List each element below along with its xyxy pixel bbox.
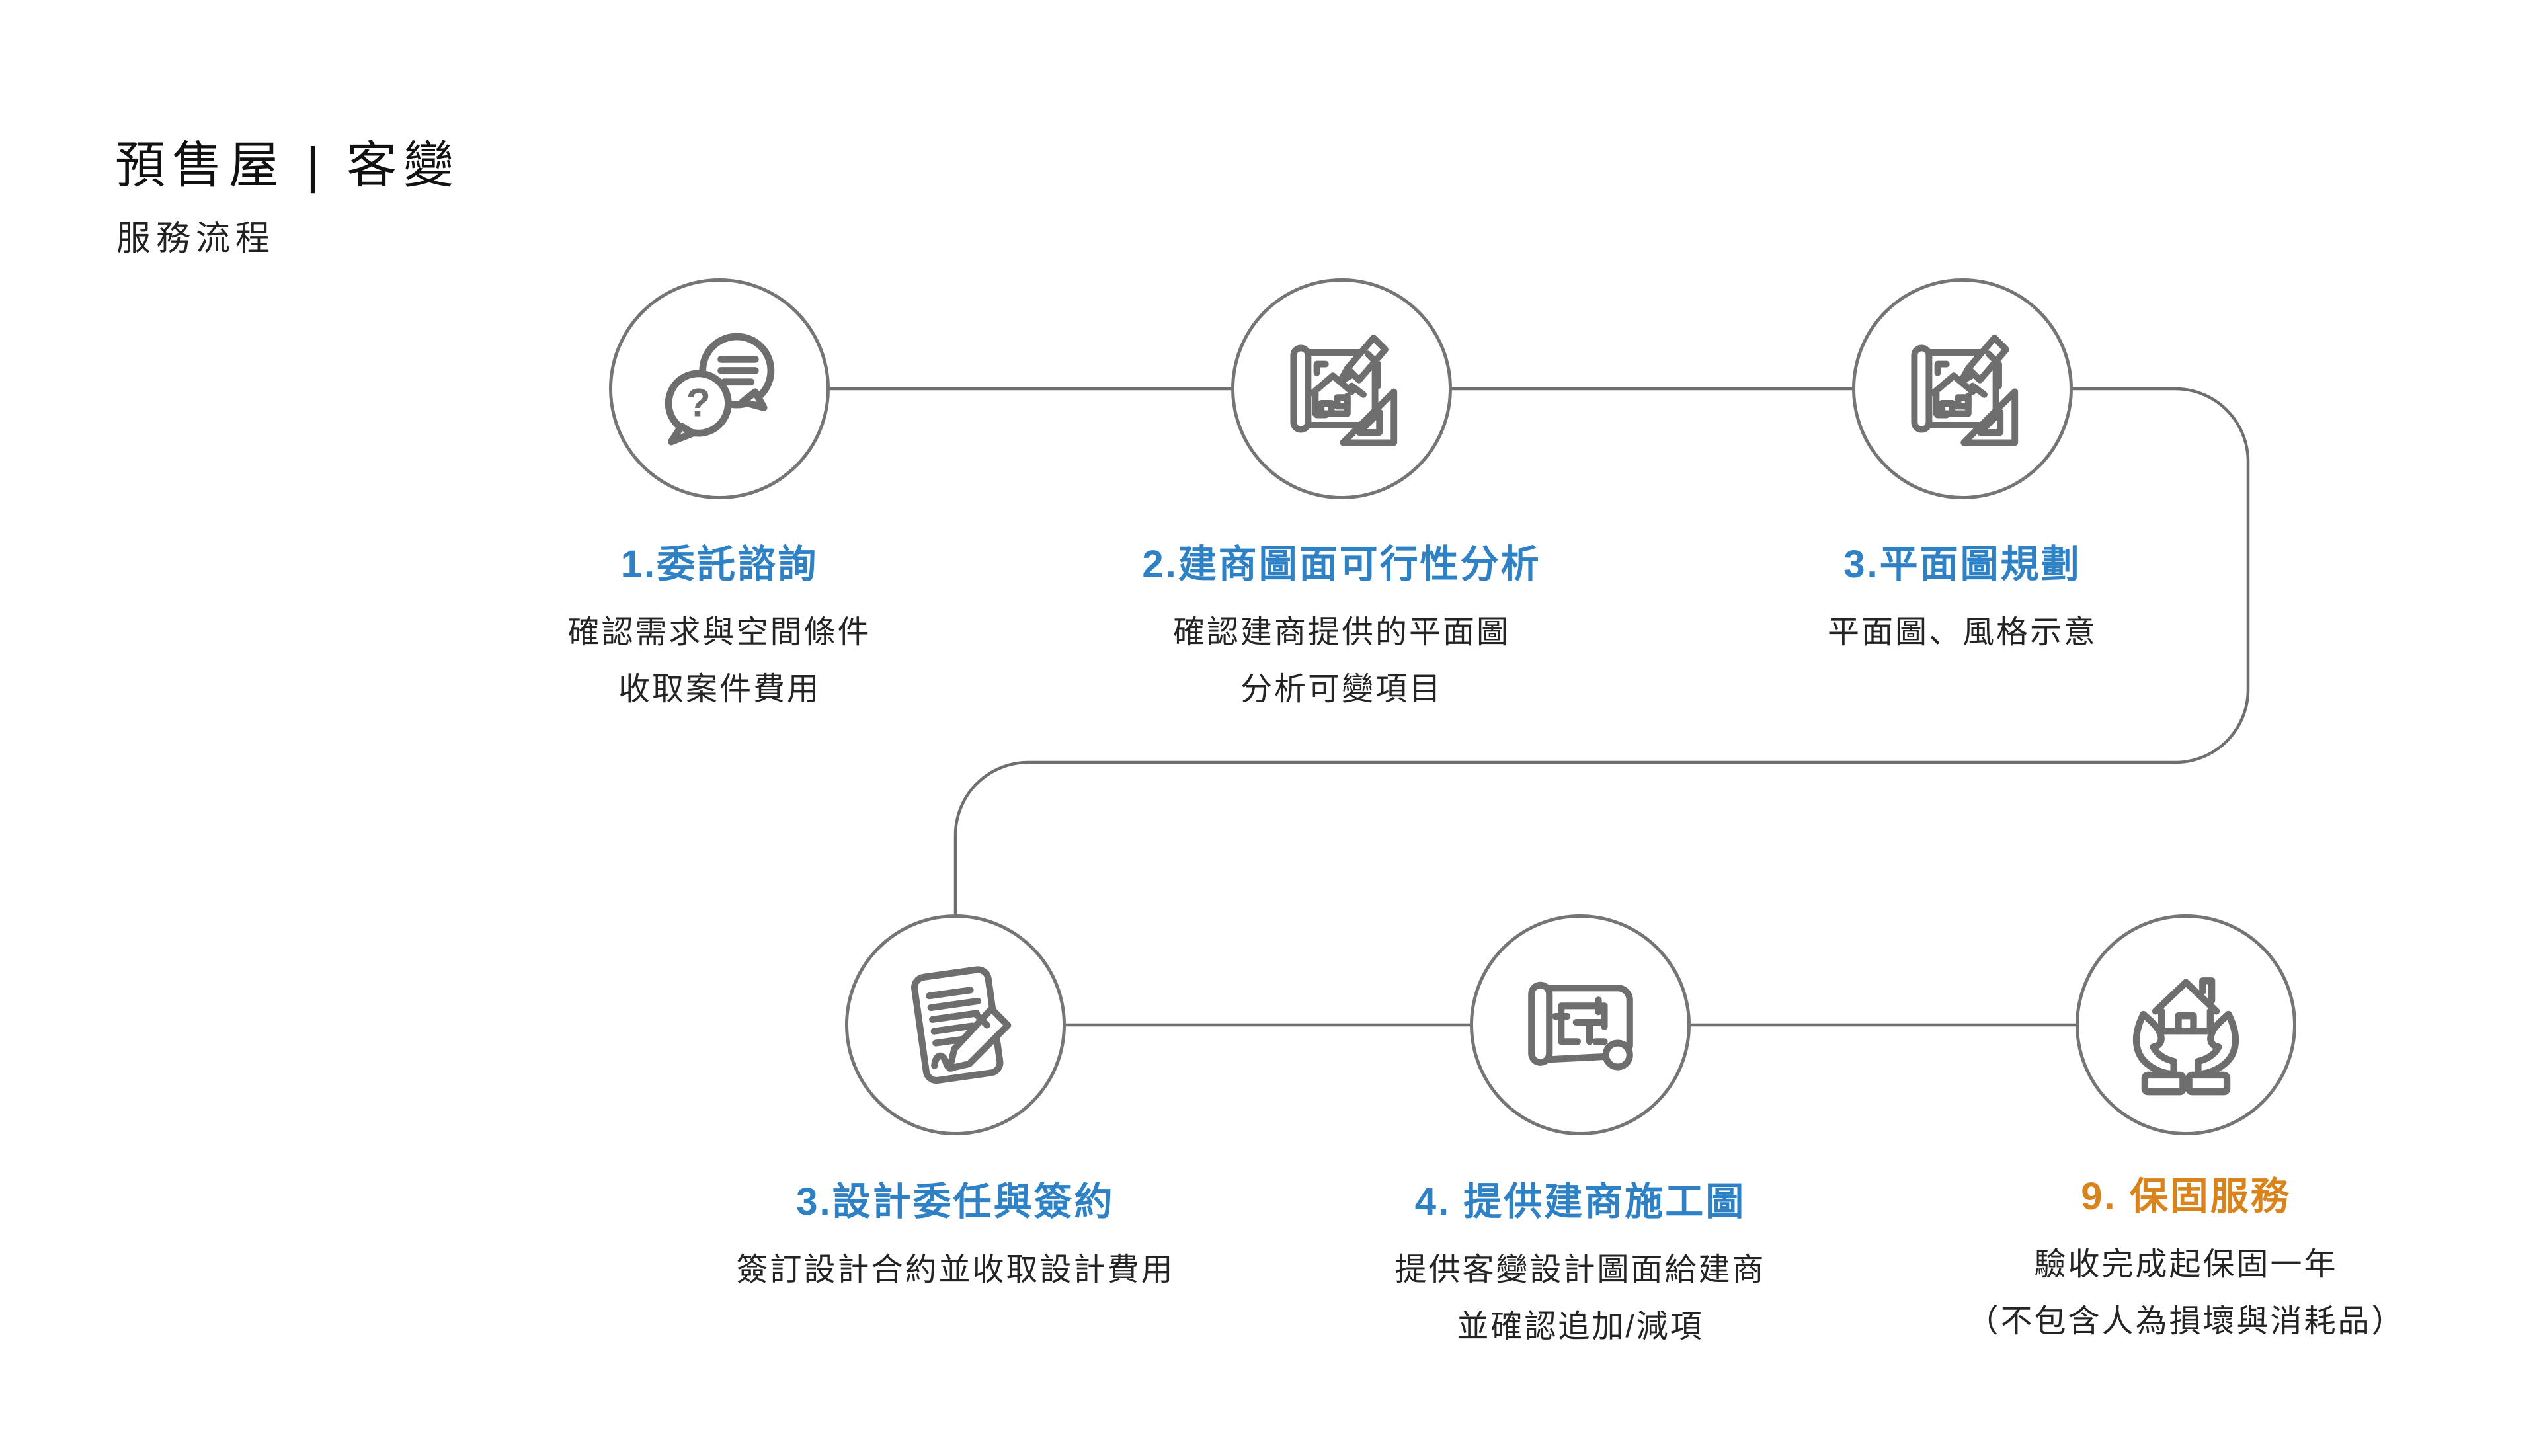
step-description-line: 簽訂設計合約並收取設計費用	[736, 1252, 1175, 1287]
step-circle-feasibility	[1231, 278, 1452, 499]
step-description-line: 分析可變項目	[1240, 672, 1443, 707]
step-description-line: 確認需求與空間條件	[567, 615, 871, 650]
hands-house-icon	[2132, 977, 2239, 1096]
step-warranty: 9. 保固服務 驗收完成起保固一年 （不包含人為損壞與消耗品）	[1966, 1165, 2405, 1350]
step-title: 9. 保固服務	[2081, 1175, 2291, 1218]
page-subtitle: 服務流程	[116, 220, 276, 258]
step-description-line: 並確認追加/減項	[1457, 1309, 1704, 1344]
step-circle-contract	[845, 914, 1066, 1135]
chat-question-icon: ?	[665, 333, 774, 445]
step-consult: 1.委託諮詢 確認需求與空間條件 收取案件費用	[567, 533, 871, 718]
step-circle-warranty	[2076, 914, 2296, 1135]
page-title: 預售屋 | 客變	[115, 138, 460, 194]
step-floorplan: 3.平面圖規劃 平面圖、風格示意	[1828, 533, 2097, 661]
step-title: 1.委託諮詢	[620, 543, 819, 586]
step-contract: 3.設計委任與簽約 簽訂設計合約並收取設計費用	[736, 1170, 1174, 1299]
blueprint-house-icon	[1911, 335, 2019, 446]
step-circle-construction-drawing	[1470, 914, 1691, 1135]
step-circle-consult: ?	[609, 278, 830, 499]
step-description-line: 平面圖、風格示意	[1827, 615, 2098, 650]
step-circle-floorplan	[1852, 278, 2073, 499]
step-description-line: 驗收完成起保固一年	[2034, 1247, 2338, 1282]
step-construction-drawing: 4. 提供建商施工圖 提供客變設計圖面給建商 並確認追加/減項	[1394, 1170, 1765, 1355]
svg-text:?: ?	[686, 380, 710, 425]
step-feasibility: 2.建商圖面可行性分析 確認建商提供的平面圖 分析可變項目	[1142, 533, 1541, 718]
step-description-line: 確認建商提供的平面圖	[1172, 615, 1510, 650]
contract-signing-icon	[910, 965, 1011, 1084]
step-description-line: （不包含人為損壞與消耗品）	[1966, 1304, 2405, 1339]
step-title: 3.設計委任與簽約	[796, 1180, 1115, 1223]
step-description-line: 提供客變設計圖面給建商	[1394, 1252, 1766, 1287]
step-description-line: 收取案件費用	[618, 672, 821, 707]
step-title: 2.建商圖面可行性分析	[1142, 543, 1541, 586]
blueprint-scroll-icon	[1527, 981, 1633, 1071]
blueprint-house-icon	[1290, 335, 1398, 446]
step-title: 4. 提供建商施工圖	[1414, 1180, 1746, 1223]
step-title: 3.平面圖規劃	[1843, 543, 2081, 586]
